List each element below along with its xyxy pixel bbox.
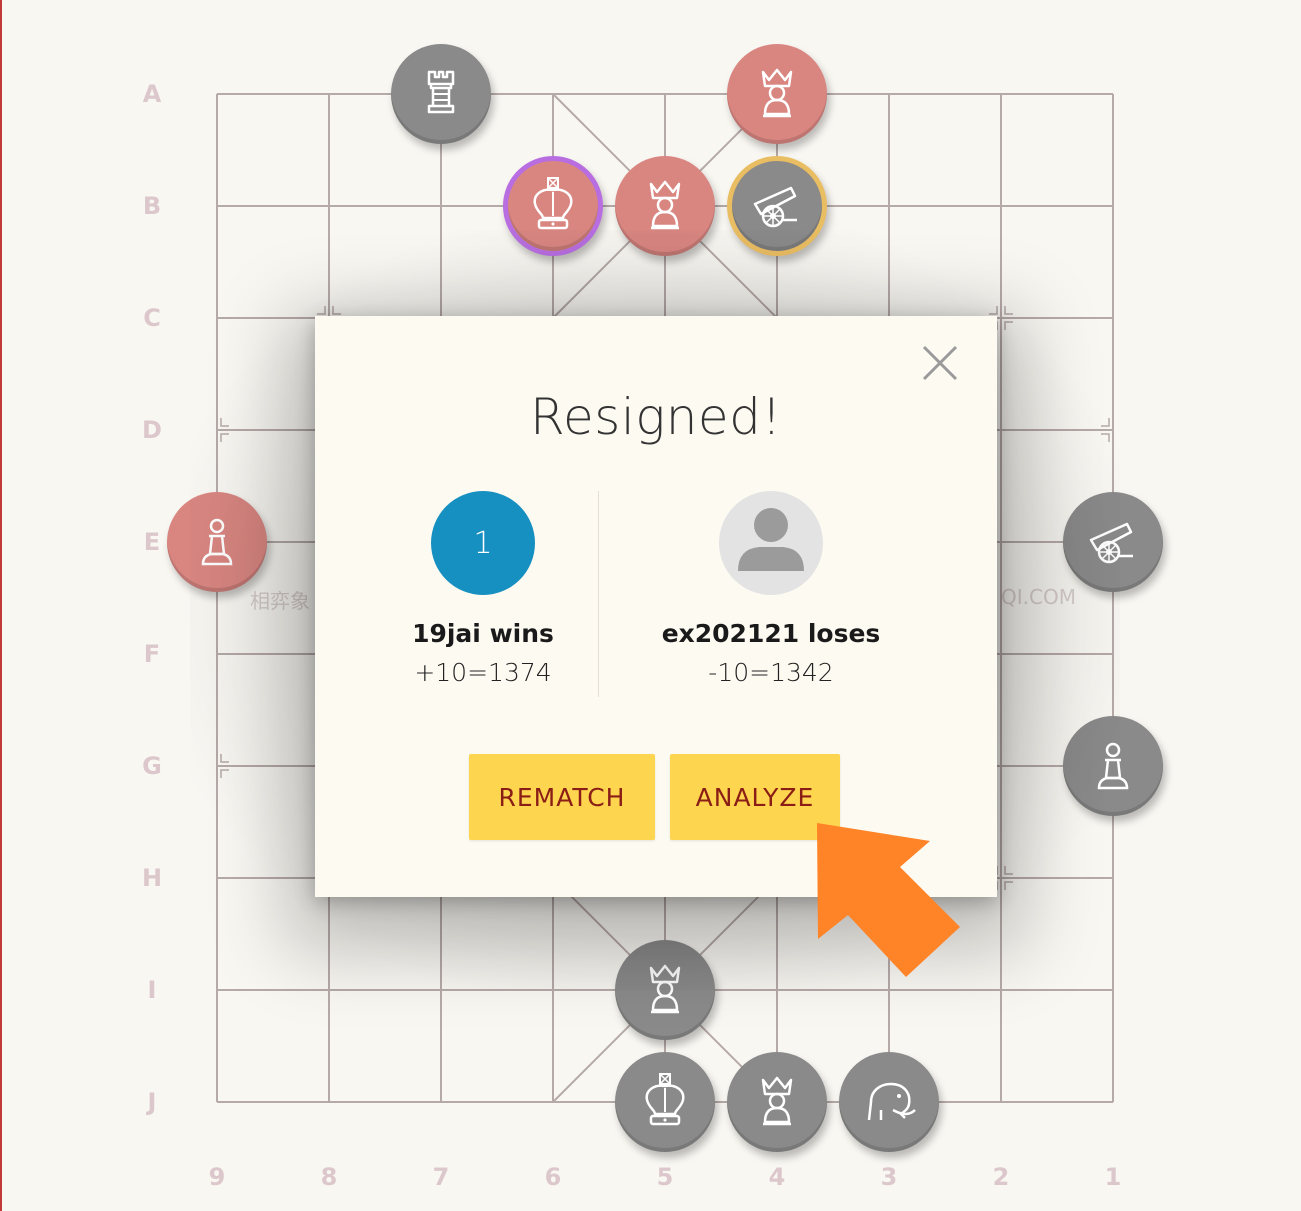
winner-panel: 1 19jai wins +10=1374 xyxy=(358,491,608,687)
advisor-icon xyxy=(649,180,681,230)
rank-label: B xyxy=(142,192,162,220)
file-label: 9 xyxy=(208,1163,226,1191)
elephant-icon xyxy=(867,1082,916,1121)
black-pawn-piece[interactable] xyxy=(1063,716,1163,816)
rank-label: I xyxy=(147,976,157,1004)
pawn-icon xyxy=(1097,742,1129,790)
position-mark xyxy=(220,418,229,427)
loser-avatar[interactable] xyxy=(719,491,823,595)
loser-result: ex202121 loses xyxy=(661,619,881,648)
file-label: 7 xyxy=(432,1163,450,1191)
close-icon[interactable] xyxy=(920,343,960,383)
pawn-icon xyxy=(201,518,233,566)
position-mark xyxy=(1101,418,1110,427)
general-icon xyxy=(645,1073,685,1126)
black-elephant-piece[interactable] xyxy=(839,1052,939,1152)
position-mark xyxy=(989,306,998,315)
player-divider xyxy=(598,491,599,697)
position-mark xyxy=(1004,306,1013,315)
file-label: 4 xyxy=(768,1163,786,1191)
rank-label: A xyxy=(142,80,162,108)
black-advisor-piece[interactable] xyxy=(615,940,715,1040)
position-mark xyxy=(317,306,326,315)
rank-label: C xyxy=(143,304,161,332)
advisor-icon xyxy=(761,1076,793,1126)
game-result-dialog: Resigned! 1 19jai wins +10=1374 ex202121… xyxy=(315,316,997,897)
file-label: 1 xyxy=(1104,1163,1122,1191)
file-label: 2 xyxy=(992,1163,1010,1191)
general-icon xyxy=(533,177,573,230)
position-mark xyxy=(1101,433,1110,442)
red-general-piece[interactable] xyxy=(503,156,603,256)
black-general-piece[interactable] xyxy=(615,1052,715,1152)
position-mark xyxy=(1004,866,1013,875)
file-label: 8 xyxy=(320,1163,338,1191)
position-mark xyxy=(1004,321,1013,330)
file-label: 5 xyxy=(656,1163,674,1191)
winner-avatar[interactable]: 1 xyxy=(431,491,535,595)
loser-panel: ex202121 loses -10=1342 xyxy=(646,491,896,687)
winner-rating: +10=1374 xyxy=(414,658,552,687)
black-cannon-piece[interactable] xyxy=(1063,492,1163,592)
rank-label: D xyxy=(142,416,162,444)
cannon-icon xyxy=(1089,522,1133,564)
rank-label: H xyxy=(141,864,163,892)
watermark-left: 相弈象 xyxy=(250,589,310,613)
rook-icon xyxy=(427,70,455,114)
red-advisor-piece[interactable] xyxy=(615,156,715,256)
rank-label: J xyxy=(147,1088,157,1116)
rank-label: E xyxy=(143,528,161,556)
position-mark xyxy=(220,769,229,778)
user-placeholder-icon xyxy=(738,508,804,571)
red-advisor-piece[interactable] xyxy=(727,44,827,144)
black-cannon-piece[interactable] xyxy=(727,156,827,256)
window-edge xyxy=(0,0,2,1211)
file-label: 6 xyxy=(544,1163,562,1191)
position-mark xyxy=(220,433,229,442)
position-mark xyxy=(220,754,229,763)
rank-label: G xyxy=(142,752,162,780)
position-mark xyxy=(332,306,341,315)
position-mark xyxy=(1004,881,1013,890)
rank-label: F xyxy=(143,640,161,668)
loser-rating: -10=1342 xyxy=(708,658,834,687)
advisor-icon xyxy=(649,964,681,1014)
file-label: 3 xyxy=(880,1163,898,1191)
cannon-icon xyxy=(753,186,797,228)
red-pawn-piece[interactable] xyxy=(167,492,267,592)
black-rook-piece[interactable] xyxy=(391,44,491,144)
advisor-icon xyxy=(761,68,793,118)
analyze-button[interactable]: ANALYZE xyxy=(670,754,840,840)
rematch-button[interactable]: REMATCH xyxy=(469,754,655,840)
black-advisor-piece[interactable] xyxy=(727,1052,827,1152)
dialog-title: Resigned! xyxy=(530,388,782,446)
winner-result: 19jai wins xyxy=(412,619,554,648)
watermark-right: QI.COM xyxy=(1001,585,1076,609)
